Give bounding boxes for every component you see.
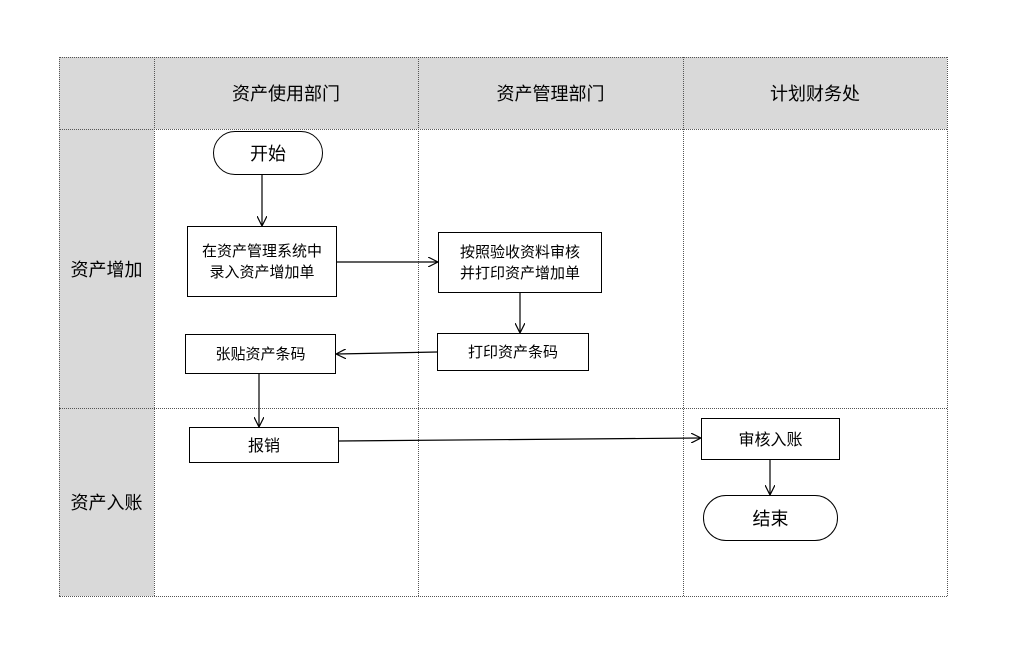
column-header-asset-user-dept: 资产使用部门 <box>154 57 418 129</box>
grid-line <box>683 57 684 596</box>
lane-label-text: 资产增加 <box>70 259 143 281</box>
grid-line <box>59 408 947 409</box>
grid-line <box>59 129 947 130</box>
end-node: 结束 <box>703 495 838 541</box>
column-header-label: 资产使用部门 <box>232 84 340 105</box>
grid-line <box>154 57 155 596</box>
header-corner <box>59 57 154 129</box>
grid-line <box>59 57 947 58</box>
lane-label-asset-entry: 资产入账 <box>59 408 154 596</box>
reimburse-step: 报销 <box>189 427 339 463</box>
arrow-print-to-paste <box>337 352 438 354</box>
column-header-label: 计划财务处 <box>770 84 860 105</box>
audit-entry-step: 审核入账 <box>701 418 840 460</box>
print-barcode-step: 打印资产条码 <box>437 333 589 371</box>
paste-barcode-step: 张贴资产条码 <box>185 334 336 374</box>
grid-line <box>59 57 60 596</box>
enter-asset-form-step: 在资产管理系统中 录入资产增加单 <box>187 226 337 297</box>
grid-line <box>418 57 419 596</box>
review-and-print-form-step: 按照验收资料审核 并打印资产增加单 <box>438 232 602 293</box>
column-header-asset-mgmt-dept: 资产管理部门 <box>418 57 683 129</box>
lane-label-text: 资产入账 <box>70 493 143 514</box>
grid-line <box>947 57 948 596</box>
arrow-reimburse-to-audit <box>338 438 700 441</box>
column-header-finance-office: 计划财务处 <box>683 57 947 129</box>
column-header-label: 资产管理部门 <box>496 84 605 105</box>
lane-label-asset-increase: 资产增加 <box>59 129 154 408</box>
grid-line <box>59 596 947 597</box>
start-node: 开始 <box>213 131 323 175</box>
